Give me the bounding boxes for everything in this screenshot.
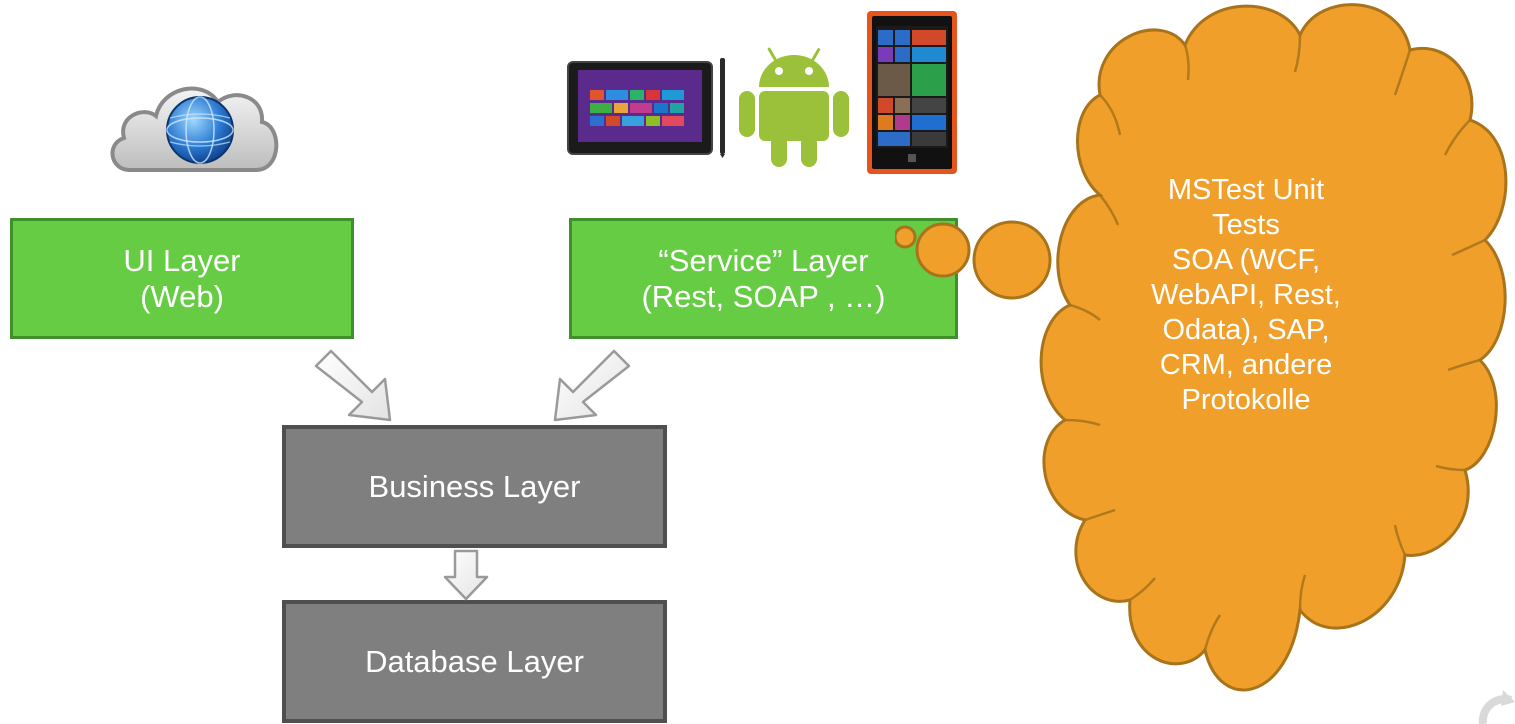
ui-layer-box: UI Layer(Web): [10, 218, 354, 339]
callout-line: Odata), SAP,: [1162, 314, 1330, 346]
arrow-business-to-database: [443, 549, 489, 601]
thought-bubble-large: [972, 220, 1052, 300]
service-layer-subtitle: (Rest, SOAP , …): [641, 278, 886, 314]
service-layer-box: “Service” Layer(Rest, SOAP , …): [569, 218, 958, 339]
callout-line: CRM, andere: [1159, 349, 1333, 381]
cloud-body: [1039, 3, 1508, 692]
android-robot-icon: [739, 47, 849, 167]
callout-line: Protokolle: [1181, 384, 1311, 416]
service-layer-title: “Service” Layer: [658, 242, 869, 278]
arrow-ui-to-business: [314, 349, 392, 422]
windows-phone-icon: [867, 11, 957, 174]
windows-tablet-icon: [567, 58, 725, 158]
arrow-service-to-business: [553, 349, 631, 422]
business-layer-title: Business Layer: [368, 468, 581, 504]
ui-layer-subtitle: (Web): [140, 278, 224, 314]
database-layer-title: Database Layer: [365, 643, 584, 679]
refresh-cycle-icon: [1478, 690, 1515, 724]
callout-line: SOA (WCF,: [1171, 244, 1321, 276]
database-layer-box: Database Layer: [282, 600, 667, 723]
thought-bubble-small: [895, 225, 917, 249]
thought-cloud-callout: [895, 3, 1508, 692]
callout-line: Tests: [1212, 209, 1280, 241]
thought-bubble-medium: [915, 222, 971, 278]
callout-line: MSTest Unit: [1167, 174, 1325, 206]
callout-text: MSTest Unit Tests SOA (WCF, WebAPI, Rest…: [1118, 173, 1374, 418]
callout-line: WebAPI, Rest,: [1151, 279, 1341, 311]
ui-layer-title: UI Layer: [123, 242, 241, 278]
cloud-globe-icon: [110, 86, 279, 172]
business-layer-box: Business Layer: [282, 425, 667, 548]
